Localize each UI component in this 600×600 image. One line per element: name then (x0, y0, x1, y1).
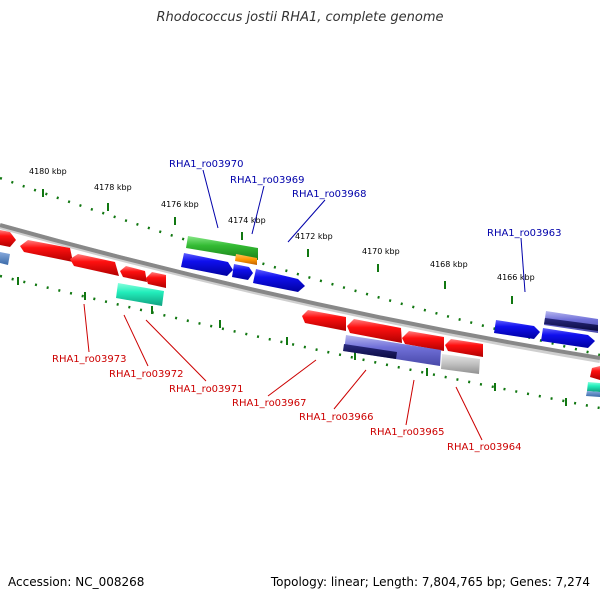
forward-leader-lines (202, 169, 526, 293)
ruler-lower (0, 274, 600, 410)
gene-box[interactable] (186, 236, 258, 260)
gene-arrow[interactable] (0, 230, 16, 247)
tick-label: 4170 kbp (362, 247, 400, 256)
gene-box[interactable] (441, 354, 480, 374)
gene-label[interactable]: RHA1_ro03969 (230, 175, 305, 186)
accession-text: Accession: NC_008268 (8, 575, 145, 589)
gene-box[interactable] (343, 344, 397, 359)
gene-label[interactable]: RHA1_ro03970 (169, 159, 244, 170)
gene-arrow[interactable] (20, 240, 73, 262)
gene-arrow[interactable] (0, 252, 10, 265)
gene-box[interactable] (544, 318, 598, 331)
tick-label: 4176 kbp (161, 200, 199, 209)
gene-label[interactable]: RHA1_ro03967 (232, 398, 307, 409)
gene-label[interactable]: RHA1_ro03972 (109, 369, 184, 380)
ruler-major-ticks (17, 189, 567, 406)
gene-arrow[interactable] (232, 264, 253, 280)
genome-backbone (0, 223, 600, 360)
gene-box[interactable] (587, 382, 600, 392)
gene-box[interactable] (235, 254, 257, 265)
gene-arrow[interactable] (120, 266, 147, 282)
genome-backbone-shadow (0, 223, 600, 363)
tick-label: 4166 kbp (497, 273, 535, 282)
ruler-tick-labels: 4180 kbp 4178 kbp 4176 kbp 4174 kbp 4172… (29, 167, 535, 282)
gene-label[interactable]: RHA1_ro03971 (169, 384, 244, 395)
gene-label[interactable]: RHA1_ro03966 (299, 412, 374, 423)
gene-arrow[interactable] (302, 310, 346, 331)
gene-label[interactable]: RHA1_ro03968 (292, 189, 367, 200)
gene-arrow[interactable] (70, 254, 119, 276)
gene-arrow[interactable] (181, 253, 233, 276)
reverse-gene-labels: RHA1_ro03973 RHA1_ro03972 RHA1_ro03971 R… (52, 354, 522, 453)
gene-arrow[interactable] (146, 272, 166, 288)
gene-arrow[interactable] (590, 366, 600, 380)
gene-arrow[interactable] (347, 319, 402, 343)
gene-box[interactable] (586, 391, 600, 397)
gene-box[interactable] (344, 335, 441, 366)
gene-arrow[interactable] (253, 269, 305, 292)
gene-label[interactable]: RHA1_ro03973 (52, 354, 127, 365)
gene-box[interactable] (116, 283, 164, 306)
genome-title: Rhodococcus jostii RHA1, complete genome (156, 10, 444, 25)
gene-label[interactable]: RHA1_ro03963 (487, 228, 562, 239)
tick-label: 4174 kbp (228, 216, 266, 225)
tick-label: 4180 kbp (29, 167, 67, 176)
gene-arrow[interactable] (494, 320, 540, 339)
reverse-leader-lines (83, 303, 483, 441)
gene-label[interactable]: RHA1_ro03964 (447, 442, 522, 453)
tick-label: 4178 kbp (94, 183, 132, 192)
gene-label[interactable]: RHA1_ro03965 (370, 427, 445, 438)
forward-gene-labels: RHA1_ro03970 RHA1_ro03969 RHA1_ro03968 R… (169, 159, 562, 239)
genome-summary-text: Topology: linear; Length: 7,804,765 bp; … (270, 575, 590, 589)
gene-arrow[interactable] (541, 328, 595, 348)
gene-arrow[interactable] (445, 339, 483, 357)
tick-label: 4172 kbp (295, 232, 333, 241)
gene-arrow[interactable] (402, 331, 444, 351)
tick-label: 4168 kbp (430, 260, 468, 269)
